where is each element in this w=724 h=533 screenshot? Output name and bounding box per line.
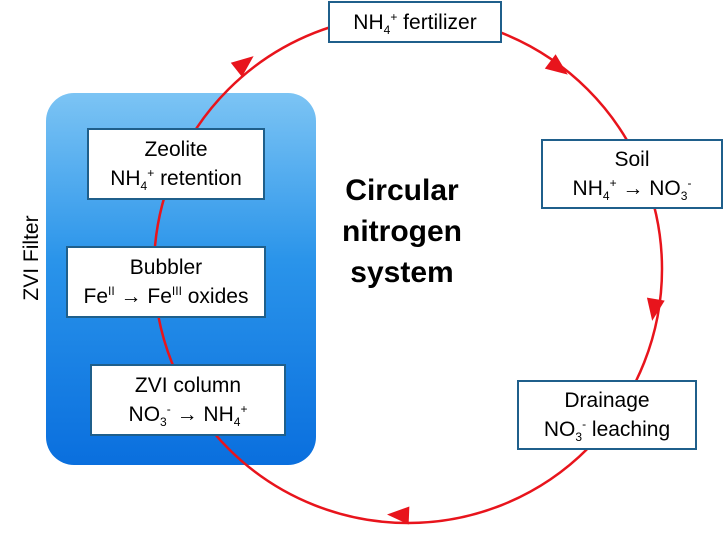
soil-name: Soil: [614, 148, 650, 171]
node-zeolite: Zeolite NH4+ retention: [87, 128, 265, 200]
node-bubbler: Bubbler FeII → FeIII oxides: [66, 246, 266, 318]
diagram-title: Circular nitrogen system: [322, 170, 482, 293]
bubbler-reaction: FeII → FeIII oxides: [83, 284, 249, 308]
node-drainage: Drainage NO3- leaching: [517, 380, 697, 450]
zvi-column-name: ZVI column: [134, 374, 242, 397]
arrow-to-drainage: [646, 297, 665, 321]
node-zvi-column: ZVI column NO3- → NH4+: [90, 364, 286, 436]
cycle-arrows: [230, 54, 665, 525]
title-line-2: nitrogen: [342, 215, 462, 248]
node-fertilizer: NH4+ fertilizer: [328, 1, 502, 43]
drainage-process: NO3- leaching: [543, 417, 671, 445]
title-line-1: Circular: [345, 174, 459, 207]
fertilizer-text: NH4+ fertilizer: [353, 9, 477, 37]
title-line-3: system: [350, 256, 454, 289]
zeolite-name: Zeolite: [144, 138, 208, 161]
bubbler-name: Bubbler: [129, 256, 203, 279]
arrow-to-soil: [544, 54, 568, 75]
soil-reaction: NH4+ → NO3-: [572, 176, 692, 204]
zvi-column-reaction: NO3- → NH4+: [128, 402, 248, 430]
zeolite-process: NH4+ retention: [110, 166, 242, 194]
arrow-to-fertilizer: [230, 56, 254, 77]
arrow-to-filter: [387, 506, 410, 525]
node-soil: Soil NH4+ → NO3-: [541, 139, 723, 209]
drainage-name: Drainage: [564, 389, 650, 412]
